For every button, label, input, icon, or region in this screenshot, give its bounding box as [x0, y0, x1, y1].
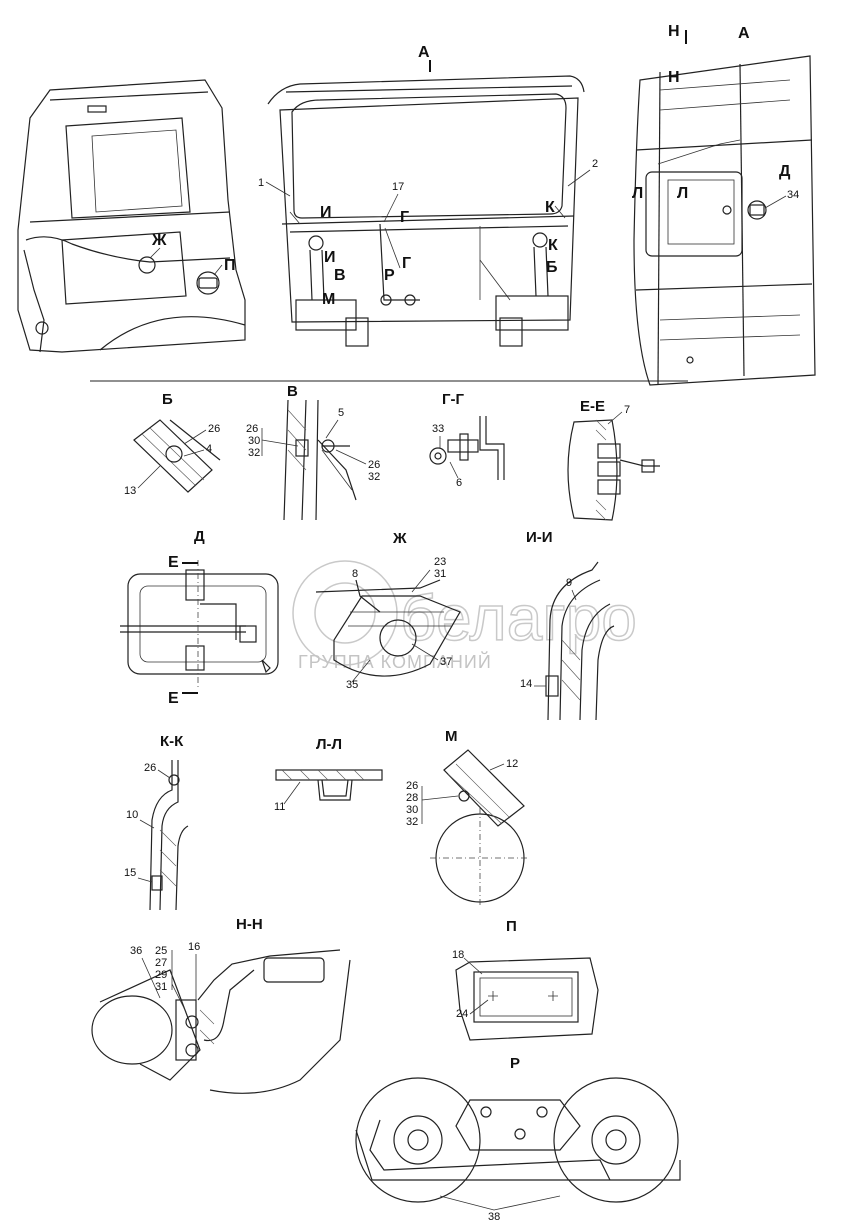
- detail-ii: И-И 9 14: [520, 529, 615, 721]
- detail-gg: Г-Г 33 6: [429, 391, 505, 489]
- detail-p: П 18 24: [452, 918, 599, 1041]
- detail-zh-callout-23: 23: [434, 556, 446, 568]
- detail-r-callout-38: 38: [488, 1211, 500, 1223]
- rear-view: А Н Н Л Л Д 34: [632, 23, 816, 386]
- detail-v-callout-32b: 32: [368, 471, 380, 483]
- detail-ll-title: Л-Л: [316, 736, 342, 753]
- detail-ll-callout-11: 11: [274, 801, 285, 813]
- detail-v-callout-30: 30: [248, 435, 260, 447]
- front-label-m: М: [322, 291, 335, 308]
- side-label-zh: Ж: [151, 232, 167, 249]
- detail-v-callout-26b: 26: [368, 459, 380, 471]
- rear-label-h2: Н: [668, 69, 680, 86]
- detail-m-callout-12: 12: [506, 758, 518, 770]
- detail-gg-callout-33: 33: [432, 423, 444, 435]
- detail-b-callout-4: 4: [206, 443, 212, 455]
- detail-zh-callout-37: 37: [440, 656, 452, 668]
- detail-hh-callout-25: 25: [155, 945, 167, 957]
- detail-m-callout-30: 30: [406, 804, 418, 816]
- detail-kk-callout-26: 26: [144, 762, 156, 774]
- rear-label-l1: Л: [632, 185, 643, 202]
- detail-ii-callout-9: 9: [566, 577, 572, 589]
- detail-kk-title: К-К: [160, 733, 184, 750]
- rear-label-d: Д: [779, 163, 791, 180]
- watermark-subtitle: ГРУППА КОМПАНИЙ: [298, 651, 492, 672]
- front-label-v: В: [334, 267, 346, 284]
- detail-v-callout-32: 32: [248, 447, 260, 459]
- front-label-g1: Г: [400, 209, 409, 226]
- front-callout-2: 2: [592, 158, 598, 170]
- detail-ll: Л-Л 11: [274, 736, 383, 813]
- detail-d-label-e1: Е: [168, 554, 179, 571]
- rear-label-h1: Н: [668, 23, 680, 40]
- detail-v-callout-5: 5: [338, 407, 344, 419]
- detail-v-callout-26: 26: [246, 423, 258, 435]
- front-view: А 1 2 17 И И Г Г К К В Р: [258, 44, 598, 347]
- detail-p-callout-18: 18: [452, 949, 464, 961]
- detail-zh: Ж 8 23 31 37 35: [315, 530, 461, 691]
- detail-m: М 12 26 28 30 32: [406, 728, 530, 908]
- detail-d-title: Д: [194, 528, 205, 545]
- rear-view-title: А: [738, 25, 750, 42]
- detail-kk-callout-10: 10: [126, 809, 138, 821]
- detail-kk-callout-15: 15: [124, 867, 136, 879]
- detail-kk: К-К 26 10 15: [124, 733, 189, 911]
- detail-b-title: Б: [162, 391, 173, 408]
- detail-v-title: В: [287, 383, 298, 400]
- watermark: белагро ГРУППА КОМПАНИЙ: [292, 560, 638, 672]
- detail-b-callout-13: 13: [124, 485, 136, 497]
- detail-r-title: Р: [510, 1055, 520, 1072]
- detail-hh-callout-16: 16: [188, 941, 200, 953]
- detail-m-callout-32: 32: [406, 816, 418, 828]
- front-label-k1: К: [545, 199, 555, 216]
- front-label-g2: Г: [402, 255, 411, 272]
- detail-p-title: П: [506, 918, 517, 935]
- watermark-brand: белагро: [400, 582, 637, 654]
- rear-label-l2: Л: [677, 185, 688, 202]
- detail-m-callout-28: 28: [406, 792, 418, 804]
- detail-hh-callout-27: 27: [155, 957, 167, 969]
- detail-v: В 26 30 32 5 26 32: [246, 383, 380, 521]
- front-label-k2: К: [548, 237, 558, 254]
- detail-hh-callout-29: 29: [155, 969, 167, 981]
- detail-m-title: М: [445, 728, 458, 745]
- front-callout-17: 17: [392, 181, 404, 193]
- detail-hh: Н-Н 36 25 27 29 31 16: [91, 916, 351, 1094]
- detail-ee-title: Е-Е: [580, 398, 605, 415]
- front-label-i2: И: [324, 249, 336, 266]
- detail-zh-callout-35: 35: [346, 679, 358, 691]
- detail-gg-title: Г-Г: [442, 391, 464, 408]
- detail-hh-callout-36: 36: [130, 945, 142, 957]
- front-view-title: А: [418, 44, 430, 61]
- detail-b: Б 26 4 13: [124, 391, 221, 497]
- detail-gg-callout-6: 6: [456, 477, 462, 489]
- detail-ii-title: И-И: [526, 529, 553, 546]
- detail-b-callout-26: 26: [208, 423, 220, 435]
- rear-callout-34: 34: [787, 189, 799, 201]
- front-label-r: Р: [384, 267, 395, 284]
- detail-p-callout-24: 24: [456, 1008, 468, 1020]
- detail-d: Д Е Е: [120, 528, 279, 707]
- detail-hh-title: Н-Н: [236, 916, 263, 933]
- side-view: Ж П: [17, 79, 246, 353]
- front-callout-1: 1: [258, 177, 264, 189]
- detail-hh-callout-31: 31: [155, 981, 167, 993]
- detail-zh-title: Ж: [392, 530, 407, 547]
- detail-ii-callout-14: 14: [520, 678, 532, 690]
- side-label-p: П: [224, 257, 236, 274]
- detail-ee-callout-7: 7: [624, 404, 630, 416]
- detail-r: Р 38: [355, 1055, 681, 1223]
- front-label-b: Б: [546, 259, 558, 276]
- front-label-i1: И: [320, 204, 332, 221]
- detail-zh-callout-31: 31: [434, 568, 446, 580]
- detail-ee: Е-Е 7: [567, 398, 660, 521]
- detail-zh-callout-8: 8: [352, 568, 358, 580]
- detail-m-callout-26: 26: [406, 780, 418, 792]
- detail-d-label-e2: Е: [168, 690, 179, 707]
